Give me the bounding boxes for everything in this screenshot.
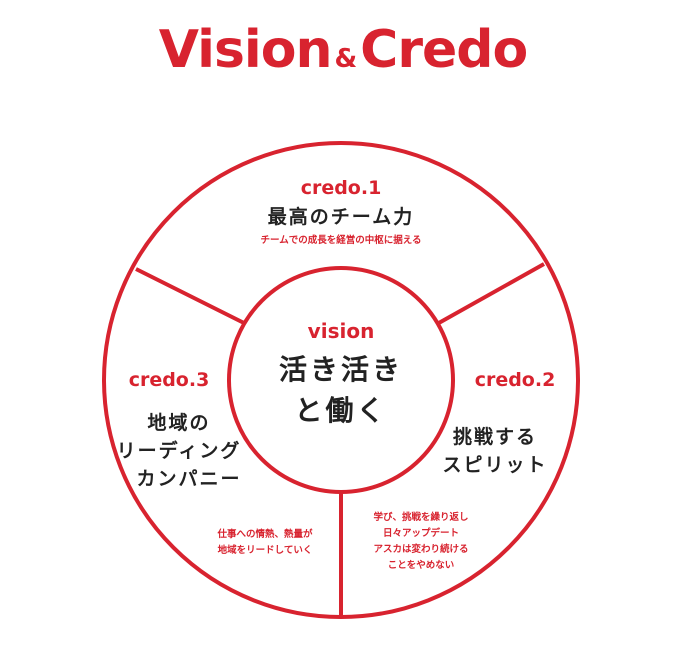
credo-3-title-line-3: カンパニー xyxy=(136,468,242,490)
vision-title-line-1: 活き活き xyxy=(278,353,403,386)
title-vision-word: Vision xyxy=(158,20,333,80)
outer-ring xyxy=(102,141,580,619)
title-credo-word: Credo xyxy=(360,20,528,80)
credo-3-title-line-2: リーディング xyxy=(116,440,242,462)
credo-2-title-line-1: 挑戦する xyxy=(452,426,537,448)
inner-vision-circle xyxy=(227,266,455,494)
credo-2-description-line-1: 学び、挑戦を繰り返し xyxy=(373,512,469,523)
credo-3-description-line-1: 仕事への情熱、熱量が xyxy=(217,529,313,540)
page-title: Vision&Credo xyxy=(0,10,686,99)
divider-upper-right xyxy=(436,262,545,326)
credo-3-description-line-2: 地域をリードしていく xyxy=(217,545,313,556)
credo-3-title-line-1: 地域の xyxy=(147,412,211,434)
credo-2-description-line-4: ことをやめない xyxy=(387,560,455,571)
credo-2-title-line-2: スピリット xyxy=(442,454,548,476)
credo-2-description-line-3: アスカは変わり続ける xyxy=(373,544,469,555)
credo-2-description-line-2: 日々アップデート xyxy=(382,528,459,539)
vision-title-line-2: と働く xyxy=(294,394,388,427)
credo-1-title: 最高のチーム力 xyxy=(267,206,415,228)
credo-3-label: credo.3 xyxy=(128,369,210,391)
credo-1-description: チームでの成長を経営の中枢に据える xyxy=(260,235,422,246)
divider-upper-left xyxy=(135,267,245,325)
credo-1-label: credo.1 xyxy=(300,177,382,199)
credo-2-label: credo.2 xyxy=(474,369,556,391)
vision-label: vision xyxy=(307,319,375,343)
title-ampersand: & xyxy=(334,44,358,74)
